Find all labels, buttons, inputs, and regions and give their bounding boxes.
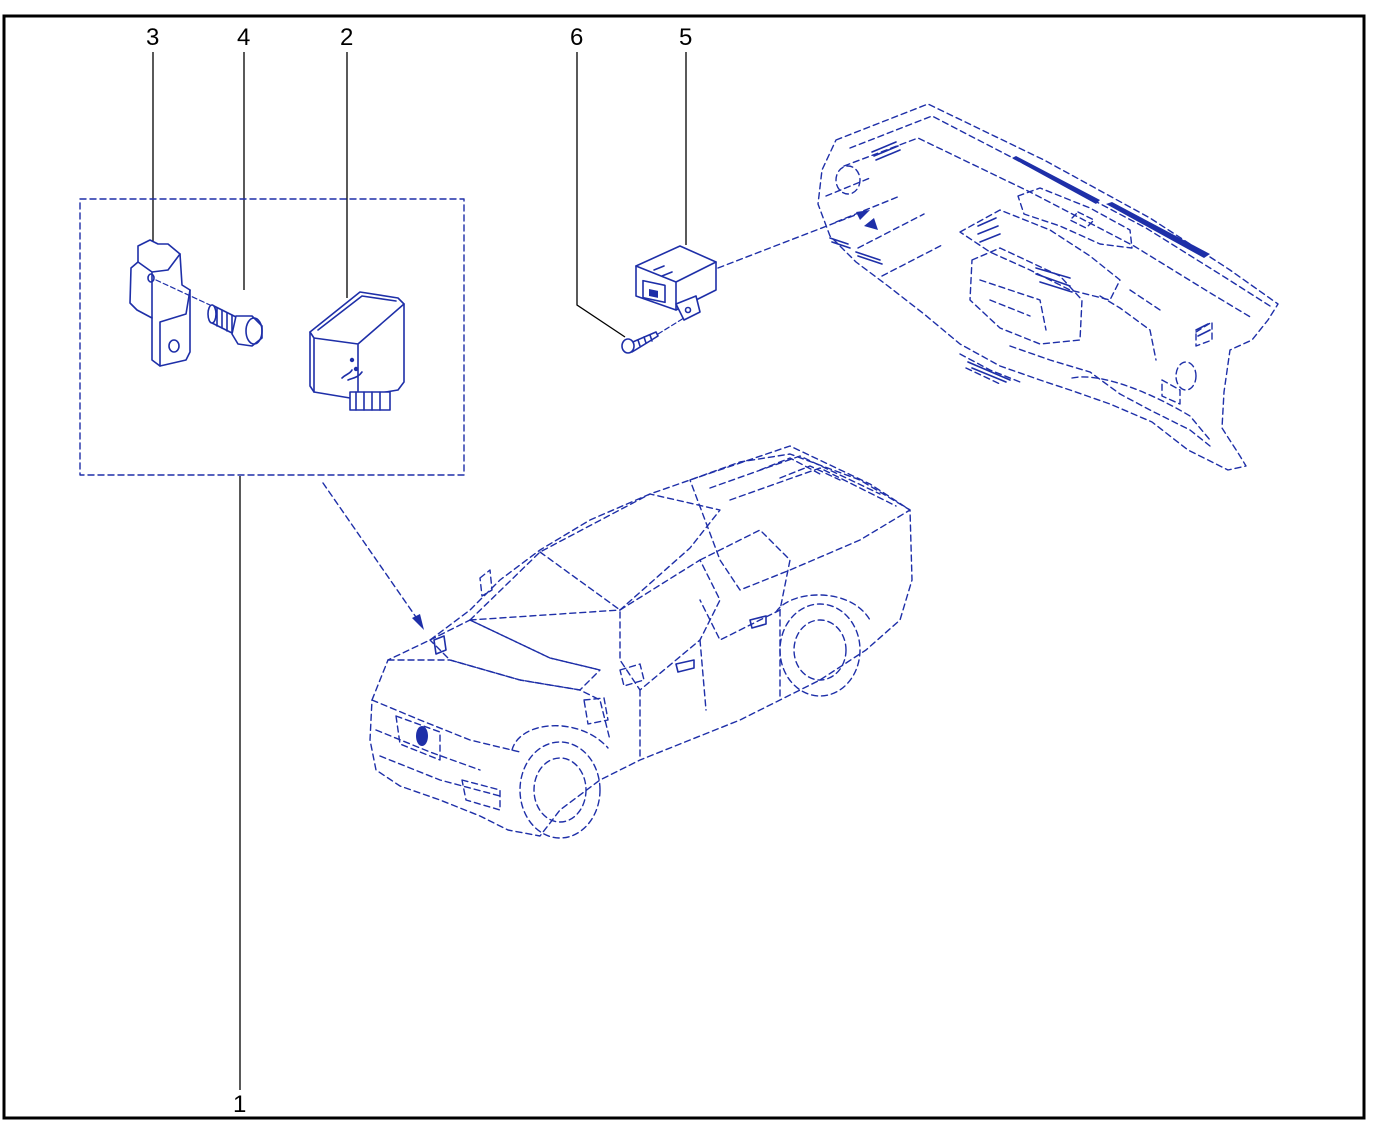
- dashboard-illustration: [817, 103, 1279, 471]
- module-pointer-line: [717, 213, 859, 269]
- pickup-truck-illustration: [369, 445, 913, 839]
- callout-4: 4: [237, 24, 250, 290]
- diagram-border: [2, 14, 1366, 1120]
- kit-group-box: [79, 198, 465, 476]
- kit-pointer-arrowhead: [412, 614, 424, 630]
- callout-3: 3: [146, 24, 159, 243]
- callout-1-label: 1: [233, 1091, 246, 1118]
- module-part: [309, 291, 405, 411]
- sensor-module-part: [635, 210, 870, 321]
- bolt-part: [207, 304, 263, 347]
- screw-part: [621, 317, 685, 354]
- callout-4-label: 4: [237, 24, 250, 51]
- callout-2-label: 2: [340, 24, 353, 51]
- callout-5-label: 5: [679, 24, 692, 51]
- callout-3-label: 3: [146, 24, 159, 51]
- callout-1: 1: [233, 476, 246, 1118]
- callout-6-label: 6: [570, 24, 583, 51]
- callout-6: 6: [570, 24, 626, 338]
- kit-pointer-line: [322, 482, 419, 621]
- callout-5: 5: [679, 24, 692, 245]
- bracket-part: [129, 239, 211, 367]
- callout-2: 2: [340, 24, 353, 298]
